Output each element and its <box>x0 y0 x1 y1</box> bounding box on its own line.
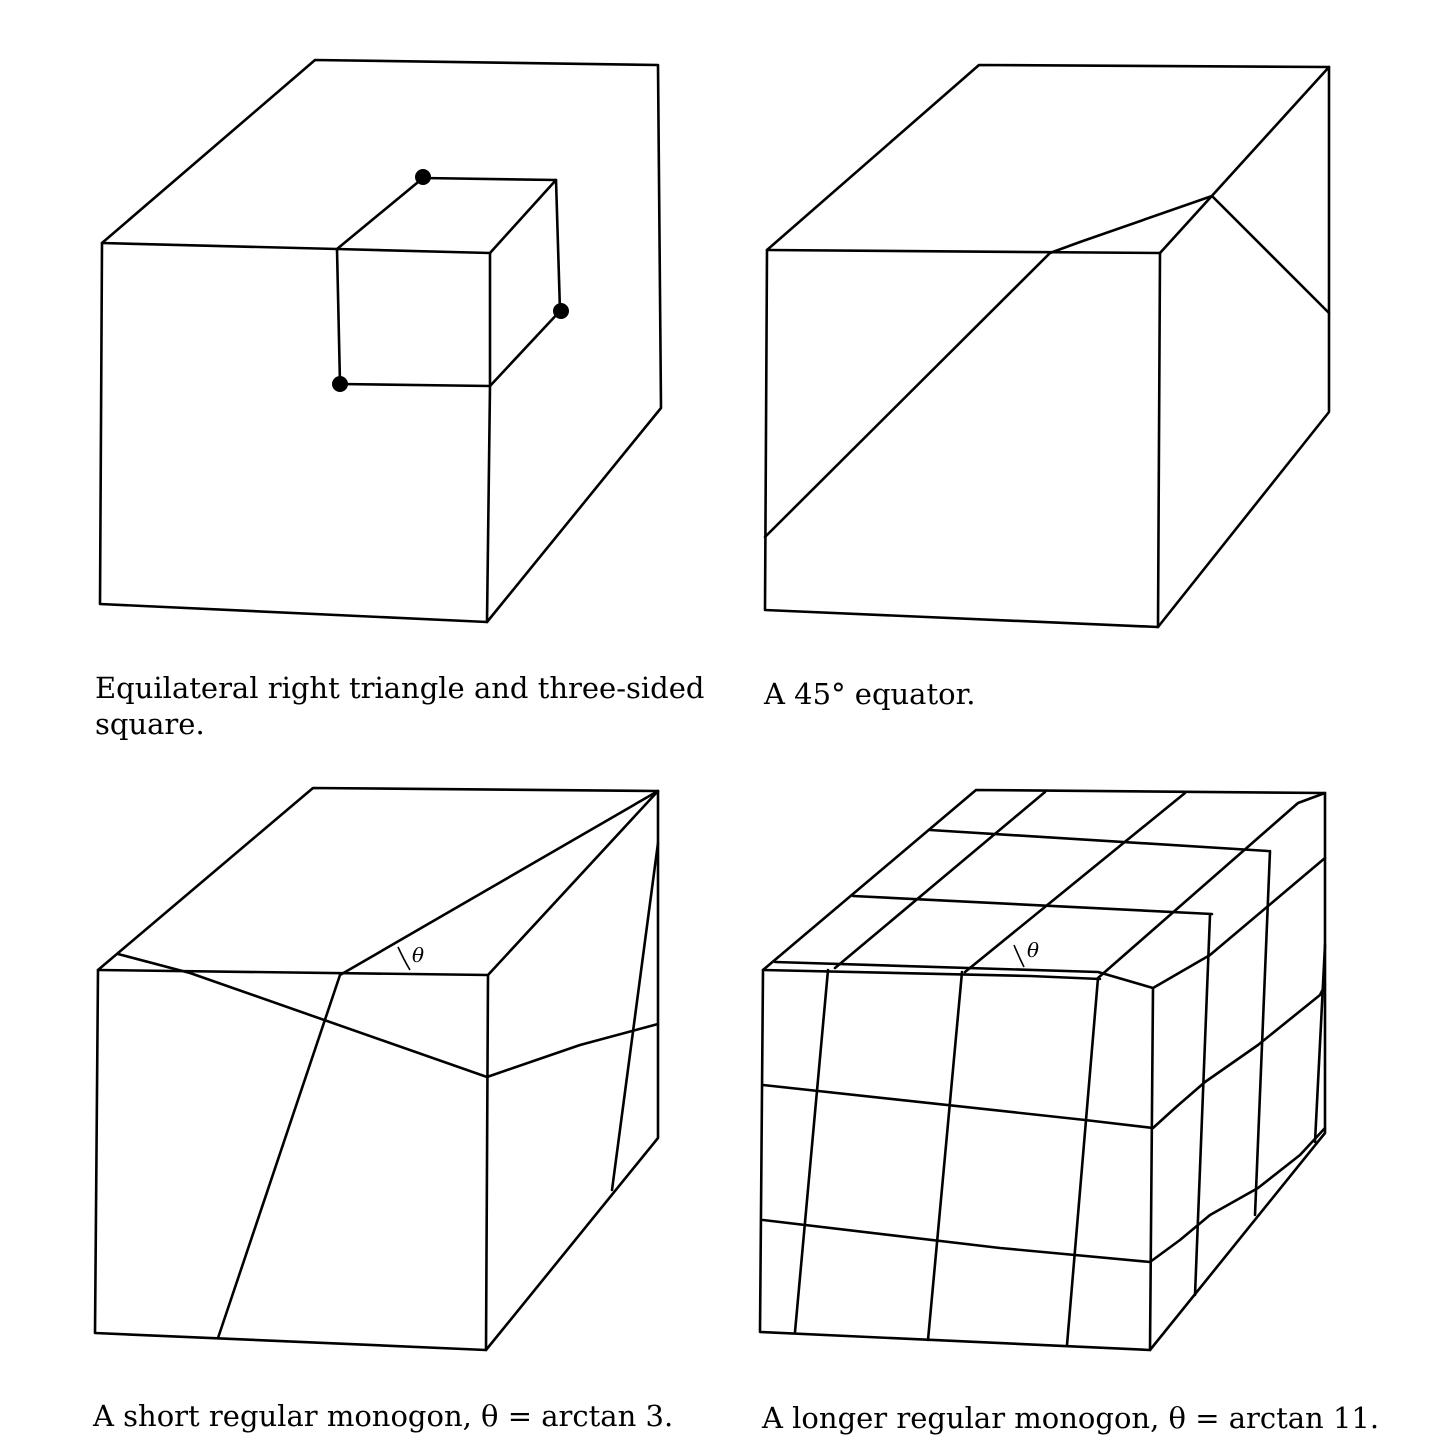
angle-label: θ <box>1027 938 1039 962</box>
angle-label: θ <box>412 943 424 967</box>
cube-3-outline <box>93 786 660 1352</box>
caption-figure-1: Equilateral right triangle and three-sid… <box>95 670 704 742</box>
angle-arc <box>1013 944 1025 968</box>
caption-line: Equilateral right triangle and three-sid… <box>95 671 705 705</box>
caption-line: A 45° equator. <box>764 677 976 711</box>
caption-line: square. <box>95 707 205 741</box>
vertex-dot-left <box>332 376 348 392</box>
cube-1-outline <box>98 58 663 624</box>
monogon-curve <box>761 790 1327 1347</box>
cube-4-outline <box>758 788 1327 1352</box>
vertex-dot-right <box>553 303 569 319</box>
caption-figure-3: A short regular monogon, θ = arctan 3. <box>93 1398 673 1434</box>
caption-line: A short regular monogon, θ = arctan 3. <box>93 1399 674 1433</box>
vertex-dot-top <box>415 169 431 185</box>
angle-arc <box>397 946 411 971</box>
caption-figure-4: A longer regular monogon, θ = arctan 11. <box>762 1400 1379 1436</box>
caption-line: A longer regular monogon, θ = arctan 11. <box>762 1401 1380 1435</box>
cube-2-outline <box>763 63 1331 629</box>
monogon-curve <box>116 789 660 1340</box>
equator-curve <box>763 194 1331 539</box>
caption-figure-2: A 45° equator. <box>764 676 975 712</box>
